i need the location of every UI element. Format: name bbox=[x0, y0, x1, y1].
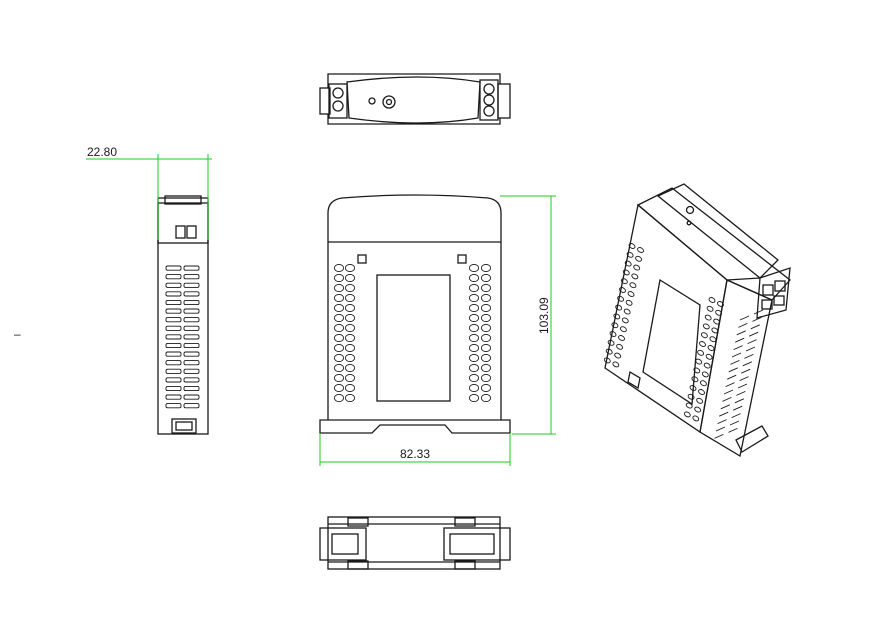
front-view bbox=[319, 194, 511, 434]
iso-label-window bbox=[642, 278, 701, 406]
height-dimension: 103.09 bbox=[500, 195, 556, 435]
side-view bbox=[157, 195, 209, 435]
depth-label: 22.80 bbox=[87, 145, 117, 159]
depth-dimension: 22.80 bbox=[86, 145, 212, 240]
bottom-view bbox=[319, 516, 511, 570]
stray-mark: – bbox=[14, 327, 21, 341]
side-vent-slots bbox=[165, 265, 200, 409]
front-vent-holes bbox=[333, 263, 492, 403]
adjust-pot bbox=[382, 95, 396, 109]
top-view bbox=[319, 73, 511, 125]
front-label-window bbox=[376, 274, 451, 402]
iso-side-slots bbox=[714, 309, 764, 439]
width-label: 82.33 bbox=[400, 447, 430, 461]
led-hole bbox=[368, 97, 376, 105]
width-dimension: 82.33 bbox=[319, 433, 511, 466]
height-label: 103.09 bbox=[537, 297, 551, 334]
isometric-view bbox=[603, 183, 791, 458]
iso-vent-holes bbox=[603, 243, 724, 422]
